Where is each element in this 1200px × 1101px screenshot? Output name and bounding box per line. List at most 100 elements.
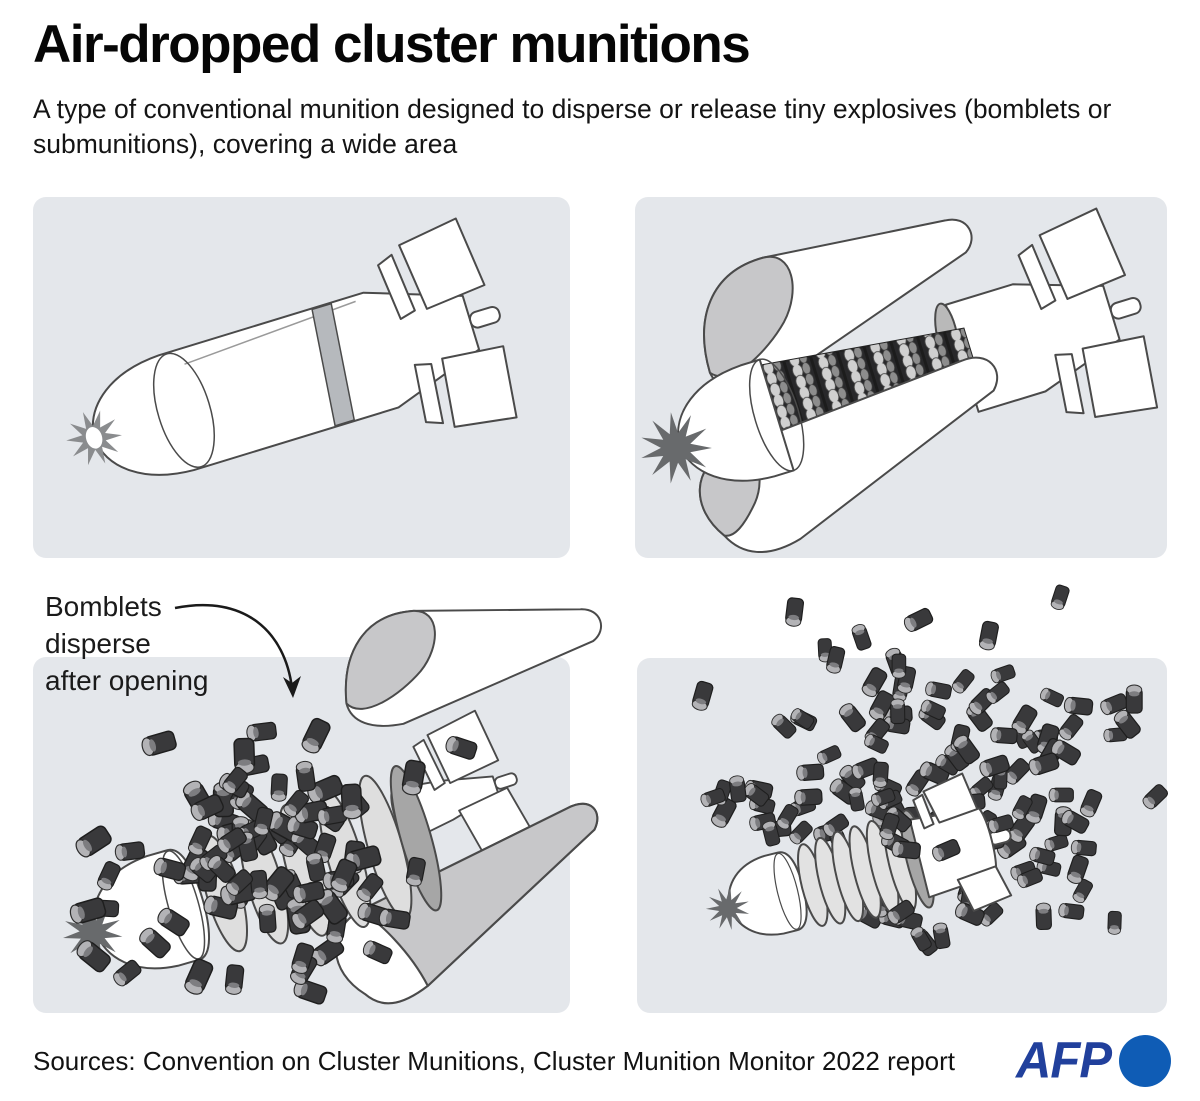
tail-pin xyxy=(468,305,501,329)
opening-bomb-illustration xyxy=(641,207,1159,553)
bomblet xyxy=(932,839,961,862)
bomblet xyxy=(187,825,213,856)
bomblet xyxy=(1061,809,1090,834)
bomblet xyxy=(822,813,850,837)
bomblet xyxy=(1016,867,1043,889)
fin-upper-thin xyxy=(912,793,935,830)
bomblet xyxy=(76,940,111,973)
bomblet xyxy=(691,680,714,711)
bomblet xyxy=(729,775,747,803)
bomblet xyxy=(848,787,865,812)
bomblet xyxy=(1070,839,1097,857)
bomblet xyxy=(776,803,799,830)
bomblet xyxy=(139,927,171,959)
bomblet xyxy=(292,881,325,904)
fuze-center xyxy=(85,427,103,449)
bomblet xyxy=(710,797,737,828)
bomblet xyxy=(979,754,1010,778)
nose-base-ring xyxy=(773,852,802,930)
bomblet xyxy=(861,667,888,698)
bomblet xyxy=(790,708,815,730)
tail-pin xyxy=(1109,296,1142,320)
bomblet xyxy=(189,857,217,883)
annotation-arrow xyxy=(174,603,301,698)
bomblet xyxy=(785,597,805,627)
bomblet xyxy=(890,698,906,725)
nose-fuze-star xyxy=(705,886,750,930)
bomblet xyxy=(222,766,248,795)
bomblet xyxy=(826,646,846,674)
bomblet xyxy=(69,897,107,924)
sources-text: Sources: Convention on Cluster Munitions… xyxy=(33,1045,956,1076)
intact-bomb-illustration xyxy=(66,217,518,476)
bomblet xyxy=(291,899,325,930)
fin-upper xyxy=(398,217,486,310)
bomblet xyxy=(184,958,214,995)
bomblet xyxy=(1003,758,1031,785)
fin-upper-thin xyxy=(377,253,416,320)
bomblet xyxy=(1058,903,1085,920)
bomblet xyxy=(246,721,277,742)
bomblet xyxy=(1142,784,1169,810)
fin-lower xyxy=(441,345,518,428)
bomblet xyxy=(955,902,985,926)
bomblet xyxy=(839,764,866,792)
bomblet xyxy=(1066,854,1089,884)
afp-logo: AFP xyxy=(1016,1033,1172,1089)
fin-upper-thin xyxy=(412,738,446,791)
scattered-bomblets-illustration xyxy=(691,584,1169,957)
bomblet xyxy=(925,681,953,700)
bomblet xyxy=(356,873,384,903)
bomblet xyxy=(789,820,813,845)
bomblet xyxy=(990,664,1016,684)
bomblet xyxy=(796,763,825,781)
bomblet xyxy=(1125,684,1143,714)
bomblet xyxy=(1107,910,1122,935)
bomblet xyxy=(291,942,315,974)
bomblet xyxy=(1048,787,1074,803)
bomblet xyxy=(330,858,358,893)
nose-base-ring xyxy=(152,352,215,469)
bomblet xyxy=(1028,752,1060,776)
bomblet xyxy=(249,869,269,900)
bomblet xyxy=(1040,687,1065,708)
bomblet xyxy=(851,624,872,651)
casing-top-half xyxy=(703,218,973,392)
bomblet xyxy=(762,820,781,847)
footer: Sources: Convention on Cluster Munitions… xyxy=(33,1030,1172,1092)
dispenser-band xyxy=(389,765,443,912)
fin-lower xyxy=(956,865,1013,912)
casing-top-half xyxy=(344,608,603,727)
bomblet xyxy=(920,699,946,720)
nose-cone xyxy=(677,358,795,482)
bomblet xyxy=(114,841,146,861)
bomblet xyxy=(445,735,478,760)
bomblet xyxy=(97,861,121,891)
mid-band xyxy=(311,302,355,427)
bomblet xyxy=(879,812,900,841)
bomblet xyxy=(286,816,319,840)
bomblet xyxy=(340,783,363,820)
bomblet xyxy=(217,827,247,854)
bomblet xyxy=(987,814,1014,834)
bomblet xyxy=(951,669,975,694)
bomblet xyxy=(1024,793,1048,824)
bomblet xyxy=(295,760,316,792)
bomblet xyxy=(378,908,411,930)
bomblet xyxy=(141,730,177,757)
bomblet xyxy=(225,869,254,896)
fin-lower-thin xyxy=(1054,353,1085,415)
bomblet xyxy=(1079,789,1103,818)
bomblet xyxy=(743,783,770,807)
bomblet xyxy=(1044,833,1069,852)
bomblet xyxy=(1035,902,1052,931)
afp-logo-circle xyxy=(1119,1035,1171,1087)
bomblet xyxy=(953,734,980,765)
fin-lower xyxy=(1081,335,1159,418)
bomblet xyxy=(872,761,889,788)
bomblet xyxy=(871,788,896,807)
bomblet xyxy=(1063,696,1094,716)
bomblet xyxy=(1100,693,1129,716)
fin-upper-thin xyxy=(1017,243,1057,311)
